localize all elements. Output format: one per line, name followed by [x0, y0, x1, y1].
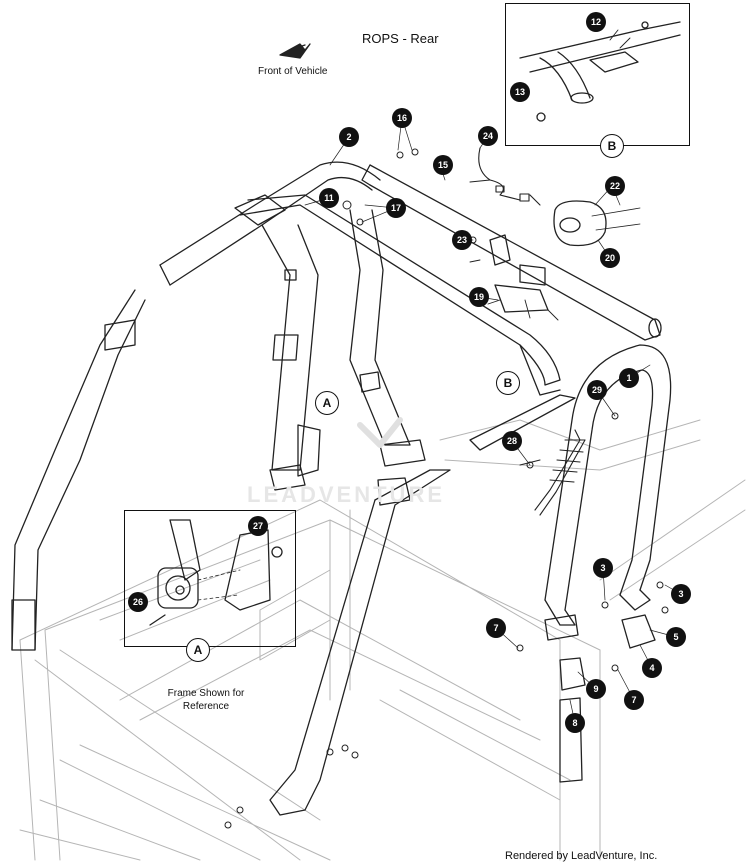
callout-24[interactable]: 24 — [478, 126, 498, 146]
fasteners — [224, 148, 669, 829]
callout-28[interactable]: 28 — [502, 431, 522, 451]
diagonal-post — [269, 469, 451, 816]
callout-22[interactable]: 22 — [605, 176, 625, 196]
hinge-brackets — [544, 614, 656, 783]
callout-7[interactable]: 7 — [624, 690, 644, 710]
detail-a-badge[interactable]: A — [186, 638, 210, 662]
callout-1[interactable]: 1 — [619, 368, 639, 388]
bracket-mount — [269, 424, 426, 491]
callout-17[interactable]: 17 — [386, 198, 406, 218]
callout-29[interactable]: 29 — [587, 380, 607, 400]
front-arrow-icon — [279, 43, 311, 59]
callout-8[interactable]: 8 — [565, 713, 585, 733]
watermark: LEADVENTURE — [247, 482, 446, 507]
upper-bar — [159, 161, 381, 286]
outer-rear-bar — [11, 289, 146, 651]
callout-19[interactable]: 19 — [469, 287, 489, 307]
watermark-emblem-icon — [357, 417, 403, 448]
callout-9[interactable]: 9 — [586, 679, 606, 699]
callout-20[interactable]: 20 — [600, 248, 620, 268]
light-bar — [553, 200, 641, 247]
vertical-post — [349, 209, 411, 446]
callout-5[interactable]: 5 — [666, 627, 686, 647]
callout-26[interactable]: 26 — [128, 592, 148, 612]
mount-bracket — [469, 234, 559, 321]
wire-harness — [469, 147, 541, 206]
vertical-post — [261, 224, 319, 471]
callout-12[interactable]: 12 — [586, 12, 606, 32]
detail-a-drawing — [149, 519, 283, 626]
callout-4[interactable]: 4 — [642, 658, 662, 678]
diagram-title: ROPS - Rear — [362, 31, 439, 46]
callout-15[interactable]: 15 — [433, 155, 453, 175]
detail-b-badge[interactable]: B — [600, 134, 624, 158]
crossbar — [361, 164, 662, 341]
front-of-vehicle-label: Front of Vehicle — [258, 66, 328, 77]
spring — [519, 429, 586, 516]
callout-23[interactable]: 23 — [452, 230, 472, 250]
detail-b-frame — [505, 3, 690, 146]
callout-7[interactable]: 7 — [486, 618, 506, 638]
side-bar-long — [239, 194, 561, 396]
callout-3[interactable]: 3 — [593, 558, 613, 578]
detail-b-drawing — [519, 21, 681, 122]
detail-a-frame — [124, 510, 296, 647]
callout-13[interactable]: 13 — [510, 82, 530, 102]
callout-2[interactable]: 2 — [339, 127, 359, 147]
footer-credit: Rendered by LeadVenture, Inc. — [505, 850, 658, 862]
callout-11[interactable]: 11 — [319, 188, 339, 208]
detail-a-pointer-badge[interactable]: A — [315, 391, 339, 415]
frame-reference-label: Frame Shown for Reference — [167, 688, 245, 712]
detail-b-pointer-badge[interactable]: B — [496, 371, 520, 395]
callout-16[interactable]: 16 — [392, 108, 412, 128]
callout-27[interactable]: 27 — [248, 516, 268, 536]
callout-3[interactable]: 3 — [671, 584, 691, 604]
